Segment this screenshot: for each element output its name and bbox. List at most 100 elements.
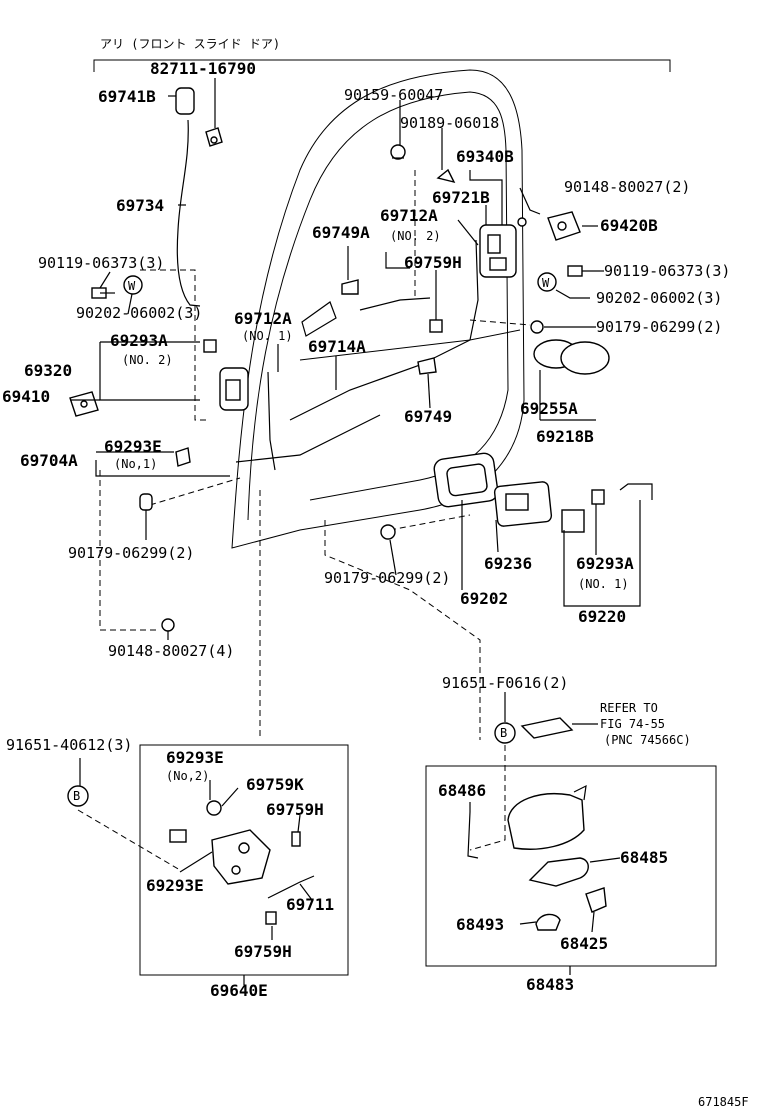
clip-69749A (341, 279, 359, 295)
lock-69320 (203, 339, 249, 411)
label-69293A-2: 69293A (110, 331, 168, 350)
label-90119b: 90119-06373(3) (604, 262, 730, 280)
marker-b-left: B (67, 785, 89, 807)
label-68483: 68483 (526, 975, 574, 994)
bolt-90119b (567, 265, 600, 277)
header-note: アリ (フロント スライド ドア) (100, 37, 280, 51)
label-refer-3: (PNC 74566C) (604, 733, 691, 747)
label-69293E-3: 69293E (146, 876, 204, 895)
plate-refer (520, 717, 574, 739)
leader-lines (70, 78, 641, 985)
lock-assembly-69640E (169, 800, 315, 925)
label-69714A: 69714A (308, 337, 366, 356)
label-90189: 90189-06018 (400, 114, 499, 132)
label-69704A: 69704A (20, 451, 78, 470)
label-69340B: 69340B (456, 147, 514, 166)
part-labels: 82711-16790 69741B 69734 90119-06373(3) … (2, 59, 749, 1109)
bolt-90148a (161, 618, 175, 640)
label-69202: 69202 (460, 589, 508, 608)
rod-69712A-2 (359, 297, 431, 311)
rod-69734 (176, 119, 201, 307)
label-69293E-1: 69293E (104, 437, 162, 456)
label-91651b: 91651-F0616(2) (442, 674, 568, 692)
clip-69759H-top (429, 319, 443, 333)
striker-69420B (547, 211, 581, 241)
label-90179a: 90179-06299(2) (68, 544, 194, 562)
label-69759H-bot: 69759H (234, 942, 292, 961)
rod-69712A-1-panel (301, 301, 337, 337)
grommet-90179a (139, 493, 153, 511)
label-69759H-top: 69759H (404, 253, 462, 272)
label-90179c: 90179-06299(2) (324, 569, 450, 587)
washer-mark-w-2: W (542, 276, 550, 290)
rod-69712A-1 (267, 371, 276, 471)
handle-69340B (479, 224, 517, 278)
label-90159: 90159-60047 (344, 86, 443, 104)
label-refer-1: REFER TO (600, 701, 658, 715)
label-90119a: 90119-06373(3) (38, 254, 164, 272)
label-no2b: (NO. 2) (390, 229, 441, 243)
lever-69220 (561, 483, 653, 533)
label-no1a: (No,1) (114, 457, 157, 471)
label-68486: 68486 (438, 781, 486, 800)
label-69218B: 69218B (536, 427, 594, 446)
washer-90202b: W (537, 272, 557, 292)
label-69759K: 69759K (246, 775, 304, 794)
box-68483 (425, 765, 717, 967)
clip-69293E-1 (175, 447, 191, 467)
clip-82711 (205, 127, 223, 147)
label-no2a: (NO. 2) (122, 353, 173, 367)
clip-90189 (436, 168, 456, 184)
cable-69704A (235, 414, 381, 463)
grommet-90179c (380, 524, 396, 540)
bracket-69410 (69, 391, 99, 417)
label-no1c: (NO. 1) (578, 577, 629, 591)
label-69410: 69410 (2, 387, 50, 406)
bolt-90148b (517, 217, 527, 227)
clip-69749 (417, 357, 437, 375)
marker-b-right: B (494, 722, 516, 744)
label-no2c: (No,2) (166, 769, 209, 783)
label-69293E-2: 69293E (166, 748, 224, 767)
label-69712A-1: 69712A (234, 309, 292, 328)
label-69721B: 69721B (432, 188, 490, 207)
label-69420B: 69420B (600, 216, 658, 235)
label-69712A-2: 69712A (380, 206, 438, 225)
label-68493: 68493 (456, 915, 504, 934)
label-69255A: 69255A (520, 399, 578, 418)
label-90202a: 90202-06002(3) (76, 304, 202, 322)
label-69749A: 69749A (312, 223, 370, 242)
label-68425: 68425 (560, 934, 608, 953)
label-69759H-mid: 69759H (266, 800, 324, 819)
label-69711: 69711 (286, 895, 334, 914)
label-69640E: 69640E (210, 981, 268, 1000)
label-90202b: 90202-06002(3) (596, 289, 722, 307)
footer-code: 671845F (698, 1095, 749, 1109)
label-90148a: 90148-80027(4) (108, 642, 234, 660)
rod-69714A (289, 239, 479, 421)
marker-b-right-text: B (500, 726, 507, 740)
bolt-90119a (91, 287, 115, 299)
handle-69741B (175, 87, 195, 115)
marker-b-left-text: B (73, 789, 80, 803)
bezel-69202 (433, 452, 499, 508)
label-69293A-1: 69293A (576, 554, 634, 573)
armrest-68483 (467, 784, 607, 931)
label-69741B: 69741B (98, 87, 156, 106)
handle-69236 (493, 481, 553, 527)
washer-90202a: W (123, 275, 143, 295)
cover-69255A (533, 339, 610, 375)
label-no1b: (NO. 1) (242, 329, 293, 343)
clip-90159 (390, 144, 406, 160)
label-91651a: 91651-40612(3) (6, 736, 132, 754)
washer-mark-w: W (128, 279, 136, 293)
label-68485: 68485 (620, 848, 668, 867)
label-90148b: 90148-80027(2) (564, 178, 690, 196)
label-69236: 69236 (484, 554, 532, 573)
header-bracket (93, 59, 671, 72)
label-82711: 82711-16790 (150, 59, 256, 78)
label-refer-2: FIG 74-55 (600, 717, 665, 731)
label-69320: 69320 (24, 361, 72, 380)
